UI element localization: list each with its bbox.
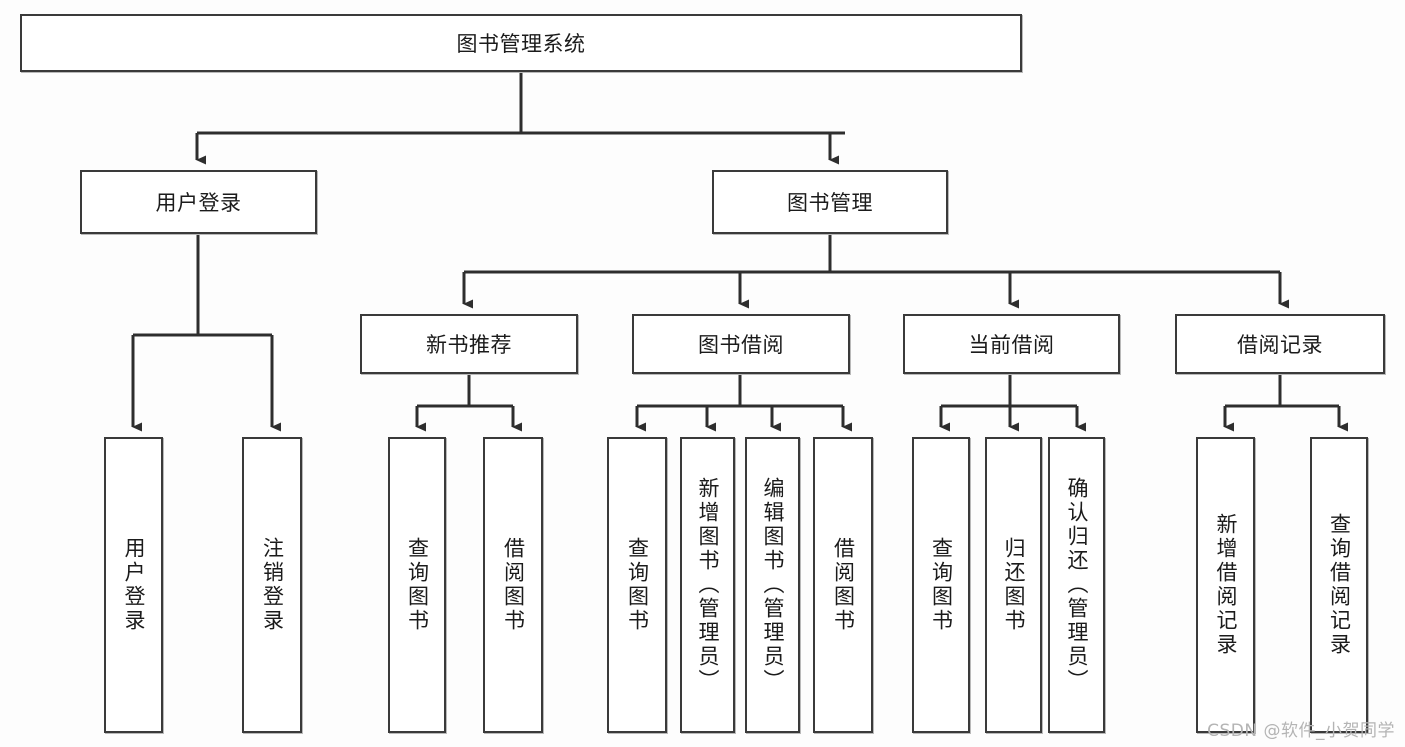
node-book-manage[interactable]: 图书管理 (712, 170, 948, 234)
node-leaf-user-logout[interactable]: 注销登录 (242, 437, 302, 733)
node-leaf-borrow-book-1[interactable]: 借阅图书 (483, 437, 543, 733)
node-new-book-recommend[interactable]: 新书推荐 (360, 314, 578, 374)
node-leaf-add-record-label: 新增借阅记录 (1214, 513, 1238, 657)
node-leaf-borrow-book-1-label: 借阅图书 (501, 537, 526, 633)
node-leaf-return-book-label: 归还图书 (1002, 537, 1026, 633)
node-borrow-record-label: 借阅记录 (1237, 333, 1323, 357)
node-user-login-label: 用户登录 (155, 191, 242, 215)
node-new-book-recommend-label: 新书推荐 (426, 333, 512, 357)
node-leaf-user-logout-label: 注销登录 (260, 537, 285, 633)
node-leaf-add-book-label: 新增图书（管理员） (696, 477, 720, 693)
node-leaf-edit-book[interactable]: 编辑图书（管理员） (745, 437, 800, 733)
node-leaf-confirm-return[interactable]: 确认归还（管理员） (1048, 437, 1105, 733)
node-leaf-user-login-label: 用户登录 (122, 537, 146, 633)
node-leaf-query-book-1-label: 查询图书 (405, 537, 430, 633)
node-leaf-add-book[interactable]: 新增图书（管理员） (680, 437, 735, 733)
node-book-borrow-label: 图书借阅 (698, 333, 784, 357)
node-leaf-query-record[interactable]: 查询借阅记录 (1310, 437, 1368, 733)
node-leaf-add-record[interactable]: 新增借阅记录 (1196, 437, 1255, 733)
node-leaf-edit-book-label: 编辑图书（管理员） (761, 477, 785, 693)
node-leaf-query-book-2[interactable]: 查询图书 (607, 437, 667, 733)
node-leaf-borrow-book-2[interactable]: 借阅图书 (813, 437, 873, 733)
node-borrow-record[interactable]: 借阅记录 (1175, 314, 1385, 374)
node-leaf-return-book[interactable]: 归还图书 (985, 437, 1042, 733)
node-leaf-query-book-3-label: 查询图书 (929, 537, 954, 633)
node-leaf-query-record-label: 查询借阅记录 (1327, 513, 1352, 657)
node-user-login[interactable]: 用户登录 (80, 170, 317, 234)
node-current-borrow[interactable]: 当前借阅 (903, 314, 1120, 374)
node-book-manage-label: 图书管理 (787, 191, 873, 215)
node-leaf-query-book-1[interactable]: 查询图书 (388, 437, 446, 733)
node-leaf-borrow-book-2-label: 借阅图书 (831, 537, 856, 633)
node-leaf-query-book-3[interactable]: 查询图书 (912, 437, 970, 733)
node-leaf-user-login[interactable]: 用户登录 (104, 437, 163, 733)
node-root[interactable]: 图书管理系统 (20, 14, 1022, 72)
node-current-borrow-label: 当前借阅 (968, 333, 1055, 357)
node-leaf-query-book-2-label: 查询图书 (625, 537, 650, 633)
csdn-watermark: CSDN @软件_小贺同学 (1207, 721, 1395, 741)
node-leaf-confirm-return-label: 确认归还（管理员） (1065, 477, 1089, 693)
node-root-label: 图书管理系统 (456, 32, 586, 56)
node-book-borrow[interactable]: 图书借阅 (632, 314, 850, 374)
